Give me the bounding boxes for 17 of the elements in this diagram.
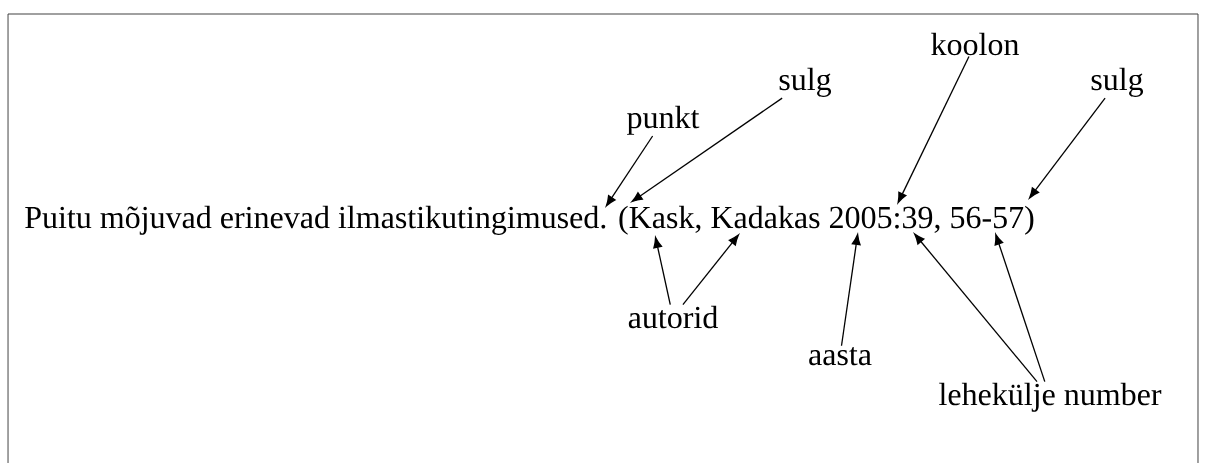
citation-sentence: Puitu mõjuvad erinevad ilmastikutingimused. (Kask, Kadakas 2005:39, 56-57) <box>25 205 1034 235</box>
leader-arrow <box>994 233 1046 383</box>
label-text: koolon <box>931 32 1019 56</box>
label-text: autorid <box>628 305 718 329</box>
leader-arrow <box>914 233 1038 383</box>
label-text: sulg <box>1091 67 1144 97</box>
leader-arrow <box>840 233 861 347</box>
leader-arrow <box>682 234 739 306</box>
leader-arrow <box>1028 97 1106 199</box>
leader-arrow <box>605 135 654 207</box>
leader-arrow <box>631 97 783 203</box>
leader-arrow <box>897 55 970 204</box>
label-text: lehekülje number <box>939 382 1162 412</box>
leader-arrow <box>653 236 671 306</box>
label-text: aasta <box>809 347 872 366</box>
label-text: sulg <box>779 67 832 97</box>
label-text: punkt <box>627 105 700 135</box>
